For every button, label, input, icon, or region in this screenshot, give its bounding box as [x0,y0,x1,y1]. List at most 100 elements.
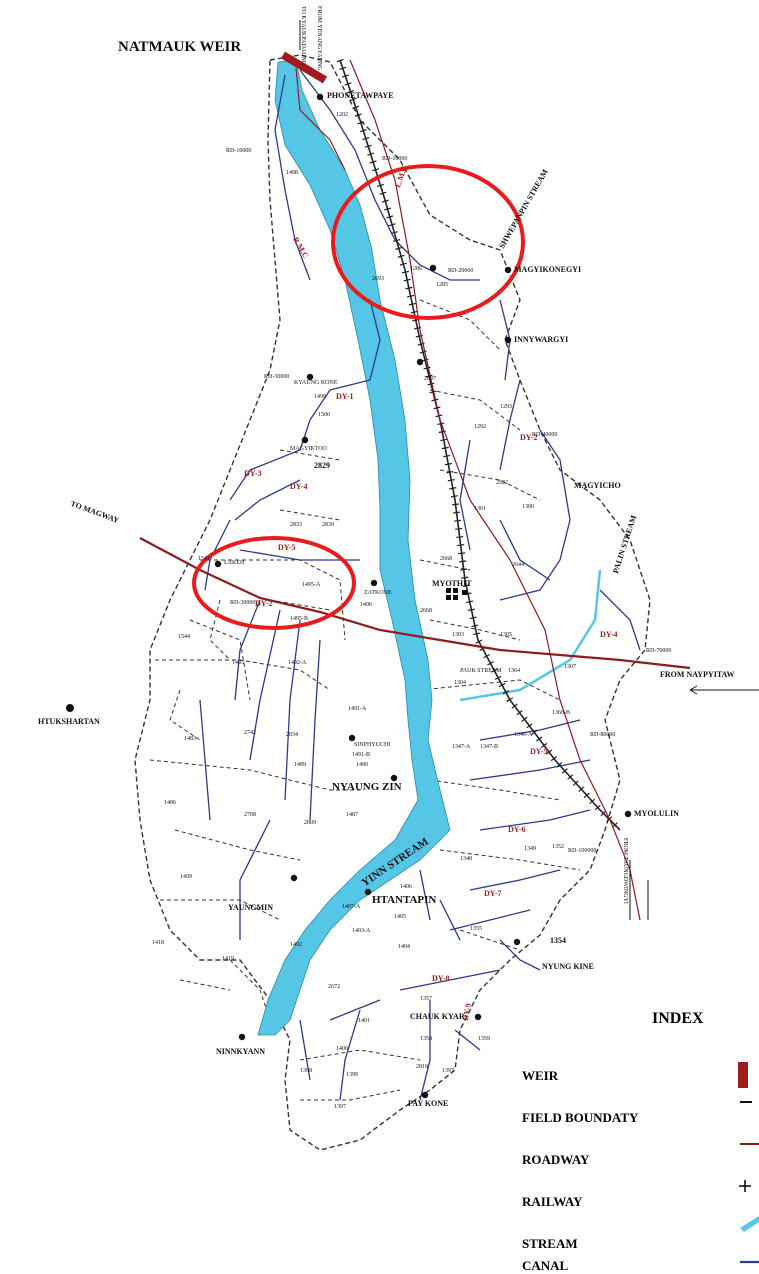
field-1347a: 1347-A [452,744,471,750]
place-zatkone: ZATKONE [364,590,392,596]
place-magyikonegyi: MAGYIKONEGYI [514,265,582,274]
field-1304: 1304 [454,680,466,686]
to-kyaukpadaung-label: TO KYAUKPADAUNG [300,6,306,66]
place-nyaung-zin: NYAUNG ZIN [332,781,402,793]
place-phonetawpaye: PHONETAWPAYE [327,91,394,100]
canals [199,69,641,1101]
dy2-label: DY-2 [255,599,273,608]
field-1348: 1348 [460,856,472,862]
legend-weir: WEIR [522,1068,559,1083]
dy6-label: DY-6 [508,825,526,834]
field-2829: 2829 [314,461,330,470]
field-2809: 2809 [304,820,316,826]
place-htantapin: HTANTAPIN [372,894,437,906]
field-1307: 1307 [564,664,576,670]
field-1487: 1487 [346,812,358,818]
field-2819: 2819 [416,1064,428,1070]
legend-railway: RAILWAY [522,1194,583,1209]
field-1202: 1202 [336,112,348,118]
pauk-stream-label: PAUK STREAM [460,668,502,674]
field-1358: 1358 [420,1036,432,1042]
field-1357: 1357 [420,996,432,1002]
field-2830: 2830 [322,522,334,528]
field-2672: 2672 [328,984,340,990]
field-1300: 1300 [522,504,534,510]
field-2922: 2922 [496,480,508,486]
field-1490: 1490 [356,762,368,768]
place-myothit: MYOTHIT [432,579,472,588]
place-lakeh: LAKEH [224,560,245,566]
field-1347b: 1347-B [480,744,498,750]
rd100000: RD-100000 [568,848,597,854]
place-kyaung-kone: KYAUNG KONE [294,380,338,386]
place-innywargyi: INNYWARGYI [514,335,569,344]
place-myolulin: MYOLULIN [634,809,679,818]
place-magyiktoo: MAGYIKTOO [290,446,327,452]
field-1355: 1355 [470,926,482,932]
place-nyung-kine: NYUNG KINE [542,962,594,971]
dy4b-label: DY-4 [600,630,618,639]
highlight-circle-west [192,536,356,630]
field-1491b: 1491-B [352,752,370,758]
legend-stream-symbol [740,1216,759,1232]
field-1397a: 1397 [442,1068,454,1074]
legend-roadway: ROADWAY [522,1152,590,1167]
from-yenangyaung-label: FROM YENANGYAUNG [316,6,322,71]
rd30000-west: RD-30000 [230,600,256,606]
place-pay-kone: PAY KONE [408,1099,449,1108]
field-1349: 1349 [524,846,536,852]
field-1366b: 1366-B [552,710,570,716]
field-1359: 1359 [478,1036,490,1042]
field-1405: 1405 [394,914,406,920]
field-1406: 1406 [400,884,412,890]
field-1354: 1354 [550,936,566,945]
legend-title: INDEX [652,1010,704,1027]
from-naypyitaw-label: FROM NAYPYITAW [660,670,735,679]
place-yaungmin: YAUNGMIN [228,903,274,912]
dy7-label: DY-7 [484,889,502,898]
rd30000: RD-30000 [264,374,290,380]
dy5-label: DY-5 [278,543,296,552]
dy4-label: DY-4 [290,482,308,491]
legend-railway-symbol [739,1180,751,1192]
weir-title: NATMAUK WEIR [118,39,242,55]
place-htukshartan: HTUKSHARTAN [38,717,100,726]
dy3-label: DY-3 [244,469,262,478]
field-1285: 1285 [436,282,448,288]
field-1398: 1398 [300,1068,312,1074]
rd40000: RD-40000 [532,432,558,438]
weir-bar [280,51,328,84]
field-1352: 1352 [552,844,564,850]
rd70000: RD-70000 [646,648,672,654]
field-1407a: 1407-A [342,904,361,910]
rd10000-east: RD-10000 [382,156,408,162]
place-ninnkyann: NINNKYANN [216,1047,266,1056]
field-1483: 1483 [184,736,196,742]
dy5b-label: DY-5 [530,747,548,756]
field-2742: 2742 [244,730,256,736]
field-1495a: 1495-A [302,582,321,588]
roads [139,537,691,670]
field-1541: 1541 [198,556,210,562]
field-1400: 1400 [336,1046,348,1052]
place-sinphyuchi: SINPHYUCHI [354,742,391,748]
palin-stream [459,569,602,702]
field-1404: 1404 [398,944,410,950]
dy2b-label: DY-2 [520,433,538,442]
field-2708: 2708 [244,812,256,818]
dy1-label: DY-1 [336,392,354,401]
place-chauk-kyar: CHAUK KYAR [410,1012,465,1021]
field-1301: 1301 [474,506,486,512]
field-1305: 1305 [500,632,512,638]
field-1419: 1419 [222,956,234,962]
field-1409: 1409 [180,874,192,880]
field-1399: 1399 [346,1072,358,1078]
place-magyicho: MAGYICHO [574,481,621,490]
field-1498: 1498 [286,170,298,176]
field-1496: 1496 [360,602,372,608]
field-2834: 2834 [286,732,298,738]
legend-field-boundary: FIELD BOUNDATY [522,1110,639,1125]
field-1418: 1418 [152,940,164,946]
field-2697: 2697 [424,376,436,382]
